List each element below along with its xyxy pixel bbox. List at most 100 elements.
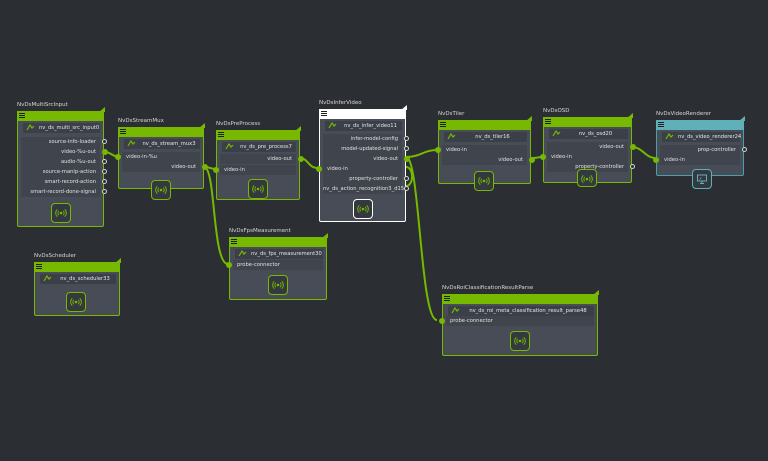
port-dot[interactable] xyxy=(102,149,108,155)
menu-icon[interactable] xyxy=(545,119,551,125)
node-video-renderer[interactable]: NvDsVideoRenderer nv_ds_video_renderer24… xyxy=(653,111,747,189)
port-dot[interactable] xyxy=(102,189,107,194)
node-roi-classification-result-parse[interactable]: NvDsRoiClassificationResultParse nv_ds_r… xyxy=(439,285,599,356)
port-video-in[interactable]: video-in xyxy=(435,145,527,155)
component-name-bar: nv_ds_roi_meta_classification_result_par… xyxy=(448,306,594,316)
port-dot[interactable] xyxy=(404,156,410,162)
node-header[interactable] xyxy=(229,233,328,247)
menu-icon[interactable] xyxy=(231,239,237,245)
port-smart-record-action[interactable]: smart-record-action xyxy=(21,177,107,187)
port-dot[interactable] xyxy=(102,159,107,164)
node-pre-process[interactable]: NvDsPreProcess nv_ds_pre_process7 video-… xyxy=(213,121,304,200)
port-dot[interactable] xyxy=(102,169,107,174)
broadcast-badge[interactable] xyxy=(510,331,530,351)
port-dot[interactable] xyxy=(404,186,409,191)
port-video-out[interactable]: video-out xyxy=(122,162,208,172)
broadcast-badge[interactable] xyxy=(248,179,268,199)
port-dot[interactable] xyxy=(540,154,546,160)
menu-icon[interactable] xyxy=(658,122,664,128)
port-video-in[interactable]: video-in xyxy=(540,152,628,162)
port-prop-controller[interactable]: prop-controller xyxy=(660,145,747,155)
port-dot[interactable] xyxy=(404,136,409,141)
node-header[interactable] xyxy=(319,105,407,119)
port-video-in[interactable]: video-in xyxy=(316,164,402,174)
port-source-manip-action[interactable]: source-manip-action xyxy=(21,167,107,177)
port-model-updated-signal[interactable]: model-updated-signal xyxy=(323,144,409,154)
broadcast-badge[interactable] xyxy=(474,171,494,191)
port-video-out[interactable]: video-out xyxy=(220,154,304,164)
port-smart-record-done-signal[interactable]: smart-record-done-signal xyxy=(21,187,107,197)
node-scheduler[interactable]: NvDsScheduler nv_ds_scheduler33 xyxy=(34,253,121,316)
port-dot[interactable] xyxy=(435,147,441,153)
port-probe-connector[interactable]: probe-connector xyxy=(226,260,323,270)
port-dot[interactable] xyxy=(298,156,304,162)
port-dot[interactable] xyxy=(226,262,232,268)
port-dot[interactable] xyxy=(316,166,322,172)
menu-icon[interactable] xyxy=(36,264,42,270)
component-name: nv_ds_tiler16 xyxy=(475,134,510,140)
menu-icon[interactable] xyxy=(120,129,126,135)
port-dot[interactable] xyxy=(115,154,121,160)
port-dot[interactable] xyxy=(439,318,445,324)
port-video-out[interactable]: video-out xyxy=(547,142,636,152)
port-source-info-loader[interactable]: source-info-loader xyxy=(21,137,107,147)
broadcast-badge[interactable] xyxy=(51,203,71,223)
broadcast-badge[interactable] xyxy=(151,180,171,200)
port-video-out[interactable]: video-out xyxy=(442,155,535,165)
port-dot[interactable] xyxy=(102,139,107,144)
port-dot[interactable] xyxy=(404,146,409,151)
port-video-in[interactable]: video-in xyxy=(653,155,740,165)
port-dot[interactable] xyxy=(202,164,208,170)
port-property-controller[interactable]: property-controller xyxy=(323,174,409,184)
port-dot[interactable] xyxy=(630,144,636,150)
port-infer-model-config[interactable]: infer-model-config xyxy=(323,134,409,144)
node-header[interactable] xyxy=(34,258,121,272)
port-dot[interactable] xyxy=(529,157,535,163)
display-badge[interactable] xyxy=(692,169,712,189)
broadcast-badge[interactable] xyxy=(268,275,288,295)
menu-icon[interactable] xyxy=(321,111,327,117)
broadcast-badge[interactable] xyxy=(66,292,86,312)
node-header[interactable] xyxy=(17,107,105,121)
port-dot[interactable] xyxy=(630,164,635,169)
node-stream-mux[interactable]: NvDsStreamMux nv_ds_stream_mux3 video-in… xyxy=(115,118,208,200)
port-dot[interactable] xyxy=(102,179,107,184)
node-header[interactable] xyxy=(438,116,532,130)
port-video-in[interactable]: video-in xyxy=(213,165,296,175)
port-audio-out[interactable]: audio-%u-out xyxy=(21,157,107,167)
component-name-bar: nv_ds_video_renderer24 xyxy=(662,132,741,142)
port-video-out[interactable]: video-out xyxy=(323,154,410,164)
broadcast-icon xyxy=(581,174,593,184)
port-video-out[interactable]: video-%u-out xyxy=(21,147,108,157)
menu-icon[interactable] xyxy=(218,132,224,138)
broadcast-badge[interactable] xyxy=(577,169,597,187)
menu-icon[interactable] xyxy=(440,122,446,128)
node-infer-video[interactable]: NvDsInferVideo nv_ds_infer_video11 infer… xyxy=(316,100,410,222)
node-tiler[interactable]: NvDsTiler nv_ds_tiler16 video-in video-o… xyxy=(435,111,535,191)
node-fps-measurement[interactable]: NvDsFpsMeasurement nv_ds_fps_measurement… xyxy=(226,228,328,300)
port-action-recognition[interactable]: nv_ds_action_recognition3_d15 xyxy=(323,184,409,194)
menu-icon[interactable] xyxy=(19,113,25,119)
node-multi-src-input[interactable]: NvDsMultiSrcInput nv_ds_multi_src_input0… xyxy=(17,102,108,227)
node-title: NvDsFpsMeasurement xyxy=(229,228,291,234)
broadcast-icon xyxy=(70,297,82,307)
port-property-controller[interactable]: property-controller xyxy=(547,162,635,172)
broadcast-icon xyxy=(272,280,284,290)
menu-icon[interactable] xyxy=(444,296,450,302)
port-dot[interactable] xyxy=(653,157,659,163)
node-header[interactable] xyxy=(118,123,205,137)
node-header[interactable] xyxy=(656,116,745,130)
component-icon xyxy=(238,249,247,257)
component-name-bar: nv_ds_osd20 xyxy=(549,129,628,139)
node-header[interactable] xyxy=(543,113,633,127)
node-osd[interactable]: NvDsOSD nv_ds_osd20 video-out video-in p… xyxy=(540,108,636,187)
broadcast-icon xyxy=(252,184,264,194)
port-dot[interactable] xyxy=(213,167,219,173)
port-video-in[interactable]: video-in-%u xyxy=(115,152,200,162)
broadcast-badge[interactable] xyxy=(353,199,373,219)
node-header[interactable] xyxy=(216,126,301,140)
port-dot[interactable] xyxy=(404,176,409,181)
node-header[interactable] xyxy=(442,290,599,304)
port-probe-connector[interactable]: probe-connector xyxy=(439,316,594,326)
port-dot[interactable] xyxy=(742,147,747,152)
